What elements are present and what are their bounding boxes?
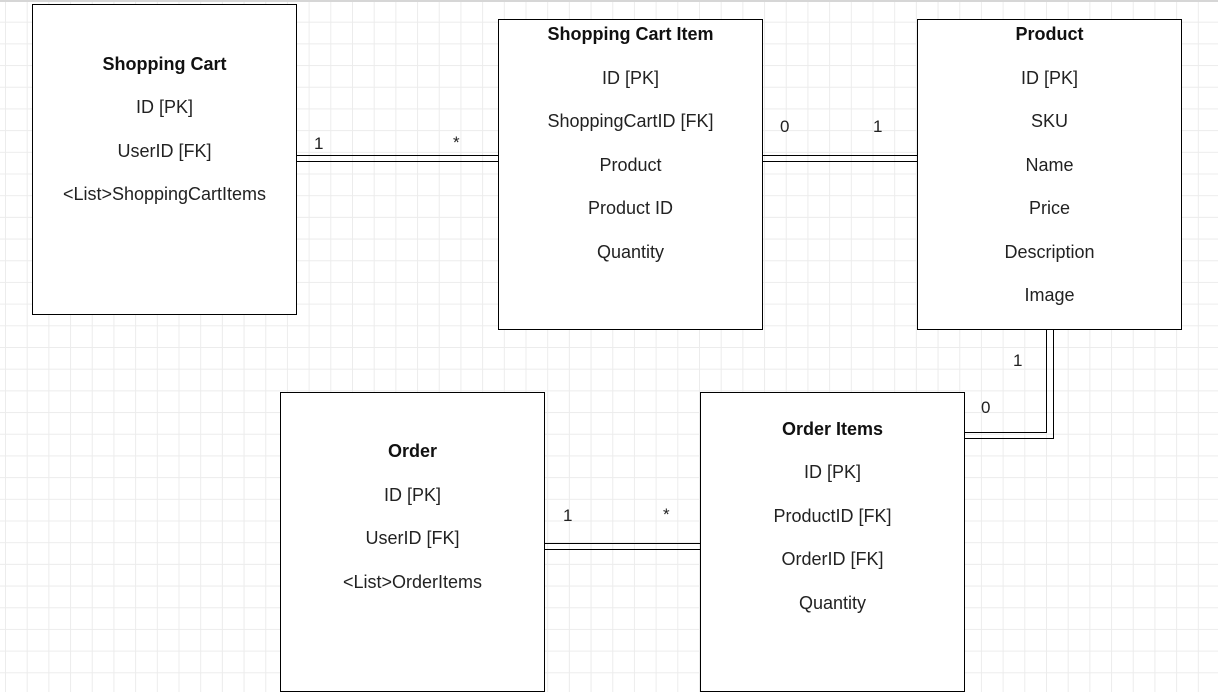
entity-field: <List>ShoppingCartItems [62,184,267,204]
cardinality-label: 1 [314,134,324,153]
entity-title: Order Items [781,419,884,439]
entity-order-items[interactable]: Order Items ID [PK] ProductID [FK] Order… [700,392,965,692]
entity-field: ProductID [FK] [773,506,892,526]
entity-title: Shopping Cart Item [547,24,714,44]
link-cart-to-item[interactable] [297,155,498,162]
entity-shopping-cart[interactable]: Shopping Cart ID [PK] UserID [FK] <List>… [32,4,297,315]
entity-field: UserID [FK] [117,141,212,161]
cardinality-label: 0 [981,398,991,417]
cardinality-label: 1 [1013,351,1023,370]
entity-field: SKU [1030,111,1068,131]
entity-shopping-cart-item[interactable]: Shopping Cart Item ID [PK] ShoppingCartI… [498,19,763,330]
entity-field: ID [PK] [803,462,861,482]
entity-field: Price [1028,198,1070,218]
entity-title: Order [387,441,438,461]
entity-field: OrderID [FK] [781,549,884,569]
cardinality-label: * [453,133,460,152]
entity-field: Product ID [587,198,674,218]
entity-field: Quantity [596,242,665,262]
canvas-top-border [0,0,1218,2]
cardinality-label: 1 [873,117,883,136]
entity-order[interactable]: Order ID [PK] UserID [FK] <List>OrderIte… [280,392,545,692]
entity-field: <List>OrderItems [342,572,483,592]
entity-field: Name [1025,155,1074,175]
entity-field: Image [1024,285,1075,305]
link-order-to-item[interactable] [545,543,700,550]
cardinality-label: * [663,505,670,524]
entity-field: ID [PK] [135,97,193,117]
entity-field: ID [PK] [383,485,441,505]
entity-field: UserID [FK] [365,528,460,548]
entity-product[interactable]: Product ID [PK] SKU Name Price Descripti… [917,19,1182,330]
entity-field: Description [1004,242,1095,262]
link-product-to-order-item-inner[interactable] [965,330,1047,433]
entity-field: Product [599,155,662,175]
link-item-to-product[interactable] [763,155,917,162]
entity-field: ID [PK] [601,68,659,88]
entity-field: ShoppingCartID [FK] [547,111,714,131]
cardinality-label: 0 [780,117,790,136]
entity-title: Product [1015,24,1084,44]
link-product-to-order-item-outer[interactable] [965,330,1054,439]
entity-field: Quantity [798,593,867,613]
entity-field: ID [PK] [1020,68,1078,88]
entity-title: Shopping Cart [102,54,227,74]
cardinality-label: 1 [563,506,573,525]
